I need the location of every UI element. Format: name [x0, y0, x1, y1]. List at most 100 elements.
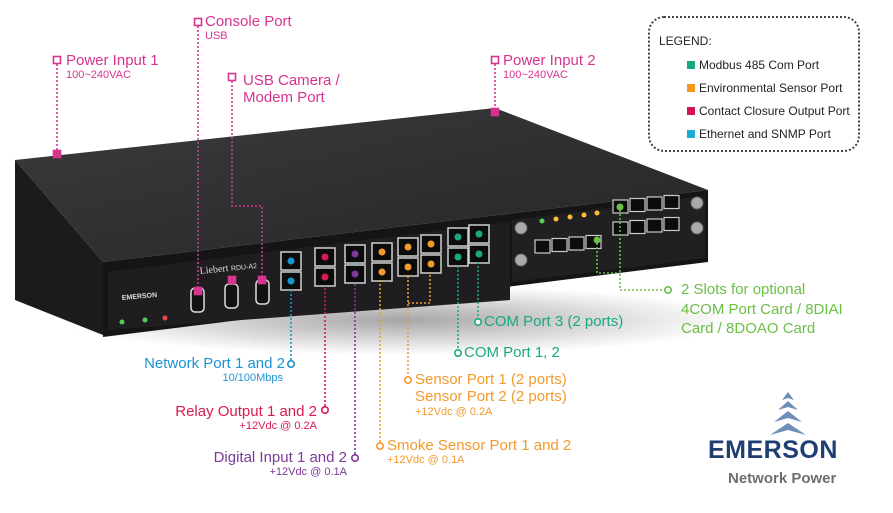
port-indicator-dot: [287, 277, 295, 285]
callout-marker: [227, 72, 237, 82]
contact-swatch: [687, 107, 695, 115]
leader-line: [231, 81, 263, 280]
callout-marker: [193, 17, 203, 27]
callout-marker: [286, 359, 295, 368]
card-port: [568, 236, 585, 251]
status-led: [553, 216, 559, 222]
legend-item-contact: Contact Closure Output Port: [687, 104, 850, 118]
device-left-side: [15, 160, 103, 335]
card-port: [646, 218, 663, 233]
port-indicator-dot: [404, 263, 412, 271]
callout-marker: [663, 285, 672, 294]
legend: LEGEND: Modbus 485 Com Port Environmenta…: [648, 16, 860, 152]
callout-sub: +12Vdc @ 0.2A: [239, 420, 317, 433]
device-top: [15, 108, 708, 262]
modbus-swatch: [687, 61, 695, 69]
port-indicator-dot: [404, 243, 412, 251]
callout-title: Power Input 1: [66, 52, 159, 69]
slot-indicator-dot: [616, 203, 624, 211]
legend-item-ethernet: Ethernet and SNMP Port: [687, 127, 831, 141]
port-indicator-dot: [475, 230, 483, 238]
port-indicator-dot: [454, 233, 462, 241]
port-indicator-dot: [427, 260, 435, 268]
callout-marker: [257, 275, 267, 285]
environmental-swatch: [687, 84, 695, 92]
status-led: [162, 315, 168, 321]
thumbscrew: [514, 221, 528, 235]
com-port-1-2-callout: COM Port 1, 2: [464, 344, 560, 361]
expansion-slots-callout: 2 Slots for optional 4COM Port Card / 8D…: [681, 280, 843, 339]
thumbscrew: [514, 253, 528, 267]
card-port: [551, 237, 568, 253]
callout-title: USB Camera /: [243, 72, 340, 89]
callout-marker: [490, 107, 500, 117]
usb-port: [224, 283, 239, 309]
port-indicator-dot: [351, 270, 359, 278]
port-indicator-dot: [321, 273, 329, 281]
callout-title: Sensor Port 2 (2 ports): [415, 388, 567, 406]
callout-line: 4COM Port Card / 8DIAI: [681, 300, 843, 318]
callout-title: Console Port: [205, 13, 292, 30]
power-input-2-callout: Power Input 2 100~240VAC: [503, 52, 596, 82]
card-port: [534, 239, 551, 254]
console-port-callout: Console Port USB: [205, 13, 292, 43]
card-port: [663, 216, 680, 232]
callout-sub: 100~240VAC: [503, 69, 568, 82]
status-led: [567, 214, 573, 220]
port-indicator-dot: [475, 250, 483, 258]
legend-label: Modbus 485 Com Port: [699, 58, 820, 72]
smoke-sensor-callout: Smoke Sensor Port 1 and 2 +12Vdc @ 0.1A: [387, 437, 571, 467]
legend-label: Contact Closure Output Port: [699, 104, 850, 118]
callout-sub: 100~240VAC: [66, 69, 131, 82]
callout-marker: [52, 149, 62, 159]
legend-label: Ethernet and SNMP Port: [699, 127, 831, 141]
callout-title: Sensor Port 1 (2 ports): [415, 371, 567, 388]
port-indicator-dot: [454, 253, 462, 261]
callout-sub: +12Vdc @ 0.2A: [415, 405, 493, 418]
card-port: [663, 194, 680, 210]
ethernet-swatch: [687, 130, 695, 138]
callout-title: Network Port 1 and 2: [144, 355, 285, 372]
legend-title: LEGEND:: [659, 34, 712, 48]
callout-sub: +12Vdc @ 0.1A: [387, 454, 465, 467]
leader-line: [407, 272, 431, 377]
callout-sub: USB: [205, 30, 228, 43]
callout-marker: [350, 453, 359, 462]
port-indicator-dot: [287, 257, 295, 265]
thumbscrew: [690, 221, 704, 235]
callout-title: Power Input 2: [503, 52, 596, 69]
callout-marker: [375, 441, 384, 450]
sensor-port-callout: Sensor Port 1 (2 ports) Sensor Port 2 (2…: [415, 371, 567, 418]
callout-marker: [193, 286, 203, 296]
digital-input-callout: Digital Input 1 and 2 +12Vdc @ 0.1A: [214, 449, 347, 479]
callout-marker: [52, 55, 62, 65]
legend-label: Environmental Sensor Port: [699, 81, 843, 95]
callout-sub: 10/100Mbps: [222, 372, 283, 385]
slot-indicator-dot: [593, 236, 601, 244]
emerson-logo-icon: [770, 392, 806, 435]
brand-sub: Network Power: [728, 470, 837, 487]
callout-title: Relay Output 1 and 2: [175, 403, 317, 420]
leader-line: [596, 210, 665, 291]
expansion-slot-area: [512, 196, 705, 282]
callout-title: Digital Input 1 and 2: [213, 449, 347, 466]
callout-title: Modem Port: [243, 89, 325, 107]
network-port-callout: Network Port 1 and 2 10/100Mbps: [144, 355, 285, 385]
callout-line: Card / 8DOAO Card: [681, 320, 816, 337]
port-indicator-dot: [378, 268, 386, 276]
callout-line: 2 Slots for optional: [681, 281, 806, 298]
power-input-1-callout: Power Input 1 100~240VAC: [66, 52, 159, 82]
callout-marker: [403, 375, 412, 384]
port-indicator-dot: [427, 240, 435, 248]
status-led: [581, 212, 587, 218]
card-port: [646, 196, 663, 211]
brand-name: EMERSON: [708, 436, 838, 464]
svg-text:EMERSON: EMERSON: [122, 292, 158, 302]
status-led: [142, 317, 148, 323]
card-port: [629, 197, 646, 213]
status-led: [539, 218, 545, 224]
callout-marker: [490, 55, 500, 65]
legend-item-environmental: Environmental Sensor Port: [687, 81, 842, 95]
callout-sub: +12Vdc @ 0.1A: [269, 466, 347, 479]
relay-output-callout: Relay Output 1 and 2 +12Vdc @ 0.2A: [175, 403, 317, 433]
